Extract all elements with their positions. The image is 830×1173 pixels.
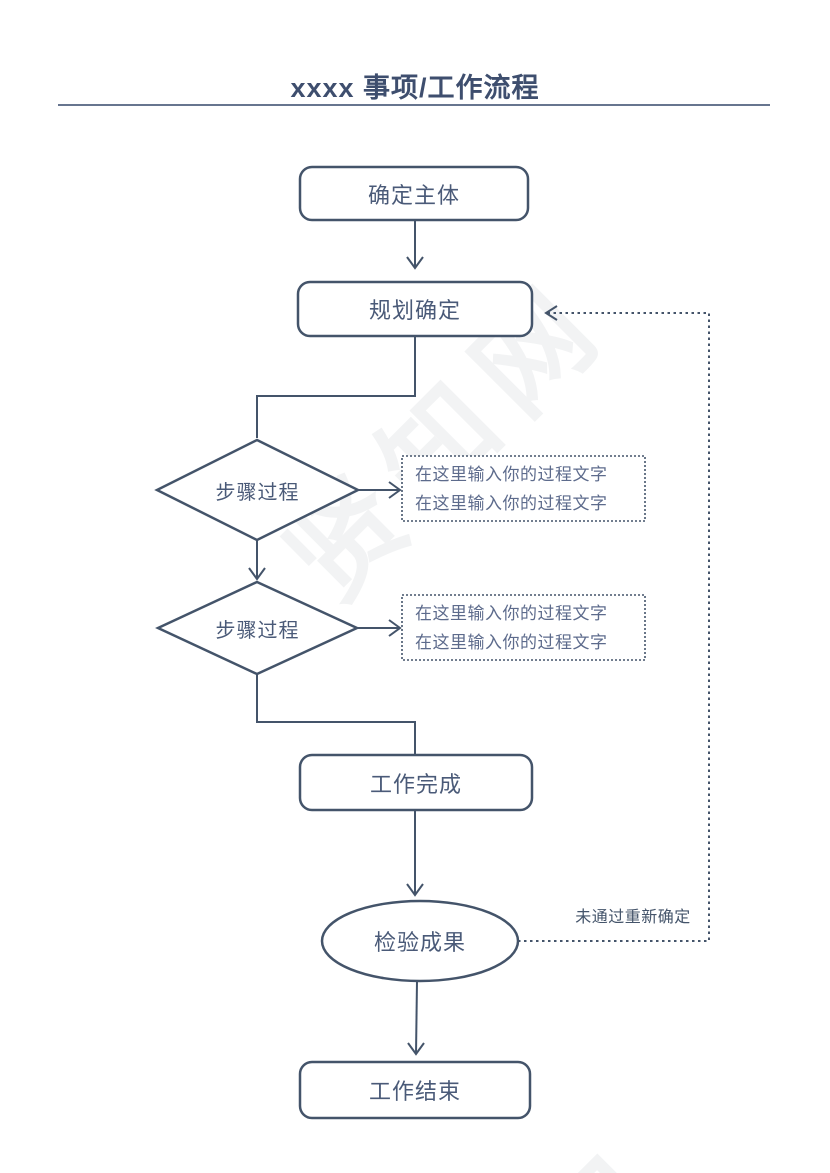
plan-node-label: 规划确定 bbox=[368, 298, 461, 323]
connector-step2-done bbox=[256, 674, 416, 755]
note1-line2: 在这里输入你的过程文字 bbox=[415, 494, 608, 513]
start-node-shape[interactable] bbox=[298, 165, 530, 222]
arrow-down-icon bbox=[248, 567, 266, 581]
note1-text[interactable]: 在这里输入你的过程文字 在这里输入你的过程文字 bbox=[402, 456, 645, 521]
arrow-down-icon bbox=[406, 256, 424, 270]
connector-feedback-loop bbox=[518, 312, 710, 942]
note2-dotted-box[interactable] bbox=[401, 594, 646, 661]
arrow-down-icon bbox=[406, 883, 424, 897]
feedback-loop-label: 未通过重新确定 bbox=[575, 909, 691, 926]
decision2-label: 步骤过程 bbox=[215, 619, 300, 642]
arrow-left-icon bbox=[544, 305, 558, 321]
arrow-right-icon bbox=[388, 481, 402, 499]
connector-check-end bbox=[415, 980, 418, 1055]
title-underline bbox=[58, 104, 770, 106]
note2-line1: 在这里输入你的过程文字 bbox=[415, 604, 608, 623]
note2-text[interactable]: 在这里输入你的过程文字 在这里输入你的过程文字 bbox=[402, 595, 645, 660]
decision2-diamond-shape[interactable] bbox=[155, 580, 360, 676]
page-title: xxxx 事项/工作流程 bbox=[290, 73, 540, 103]
connector-plan-step1 bbox=[256, 336, 416, 438]
done-node-shape[interactable] bbox=[298, 753, 534, 812]
arrow-down-icon bbox=[407, 1042, 425, 1056]
check-ellipse-shape[interactable] bbox=[320, 899, 520, 983]
note2-line2: 在这里输入你的过程文字 bbox=[415, 633, 608, 652]
nodes bbox=[154, 165, 646, 1120]
decision1-diamond-shape[interactable] bbox=[154, 438, 361, 542]
connectors bbox=[248, 220, 710, 1056]
check-node-label: 检验成果 bbox=[373, 930, 466, 955]
note1-dotted-box[interactable] bbox=[401, 455, 646, 522]
end-node-shape[interactable] bbox=[298, 1060, 532, 1120]
plan-node-shape[interactable] bbox=[296, 280, 534, 338]
end-node-label: 工作结束 bbox=[368, 1079, 461, 1104]
done-node-label: 工作完成 bbox=[369, 771, 462, 797]
note1-line1: 在这里输入你的过程文字 bbox=[415, 465, 608, 484]
decision1-label: 步骤过程 bbox=[215, 481, 300, 504]
start-node-label: 确定主体 bbox=[367, 182, 460, 208]
arrow-right-icon bbox=[388, 619, 402, 637]
